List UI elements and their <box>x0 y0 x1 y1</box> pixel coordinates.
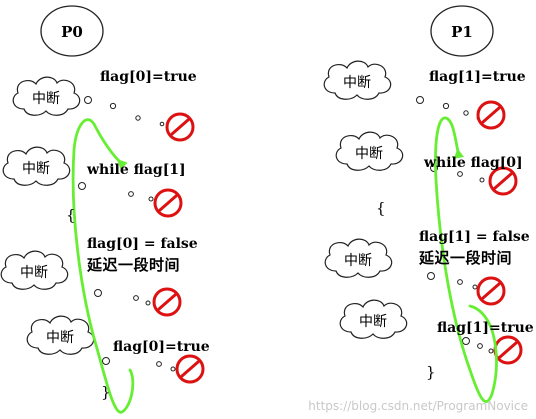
thought-dot-0 <box>84 96 92 104</box>
prohibit-sign-4 <box>476 100 506 130</box>
cloud-label: 中断 <box>355 146 383 162</box>
p1-interrupt-cloud-2: 中断 <box>324 238 393 278</box>
thought-dot-22 <box>472 284 478 290</box>
thought-dot-11 <box>156 361 162 367</box>
p0-interrupt-cloud-3: 中断 <box>26 315 95 355</box>
thought-dot-25 <box>488 348 494 354</box>
prohibit-slash <box>493 172 513 190</box>
p1-interrupt-cloud-1: 中断 <box>335 131 404 171</box>
p0-set-flag-again: flag[0]=true <box>113 339 210 355</box>
cloud-label: 中断 <box>32 91 60 107</box>
process-ellipse <box>40 5 104 57</box>
thought-dot-1 <box>109 102 117 110</box>
thought-dot-10 <box>102 357 110 365</box>
p1-loop-arrow <box>434 116 498 403</box>
thought-dot-15 <box>463 110 469 116</box>
p0-delay: 延迟一段时间 <box>87 256 181 274</box>
cloud-icon <box>335 131 404 171</box>
p0-loop-arrow <box>71 118 135 414</box>
prohibit-sign-1 <box>153 188 183 218</box>
thought-dot-20 <box>427 272 435 280</box>
p0-interrupt-cloud-0: 中断 <box>12 76 81 116</box>
p1-set-flag: flag[1]=true <box>429 69 526 85</box>
prohibit-slash <box>481 282 501 300</box>
p0-interrupt-cloud-2: 中断 <box>0 250 69 290</box>
thought-dot-9 <box>145 300 151 306</box>
cloud-label: 中断 <box>343 75 371 91</box>
thought-dot-13 <box>416 96 424 104</box>
p1-brace-close: } <box>426 363 436 381</box>
thought-dot-23 <box>462 337 470 345</box>
prohibit-slash <box>498 341 518 359</box>
cloud-label: 中断 <box>359 314 387 330</box>
process-1-node: P1 <box>430 5 494 57</box>
p1-interrupt-cloud-0: 中断 <box>323 60 392 100</box>
thought-dot-6 <box>148 196 154 202</box>
p0-brace-open: { <box>66 206 76 224</box>
cloud-icon <box>323 60 392 100</box>
thought-dot-19 <box>479 177 485 183</box>
p0-brace-close: } <box>101 383 111 401</box>
p0-reset-flag: flag[0] = false <box>87 236 198 252</box>
cloud-label: 中断 <box>20 265 48 281</box>
cloud-icon <box>0 250 69 290</box>
p1-while: while flag[0] <box>424 155 523 171</box>
p1-set-flag-again: flag[1]=true <box>437 320 534 336</box>
prohibit-sign-6 <box>476 276 506 306</box>
thought-dot-18 <box>457 171 463 177</box>
prohibit-sign-2 <box>152 287 182 317</box>
thought-dot-4 <box>78 182 86 190</box>
prohibit-sign-0 <box>165 112 195 142</box>
thought-dot-8 <box>133 295 139 301</box>
cloud-icon <box>324 238 393 278</box>
thought-dot-14 <box>442 102 450 110</box>
p1-delay: 延迟一段时间 <box>419 249 513 267</box>
thought-dot-5 <box>128 191 134 197</box>
p0-interrupt-cloud-1: 中断 <box>2 146 71 186</box>
cloud-label: 中断 <box>344 253 372 269</box>
process-name: P1 <box>451 23 473 41</box>
p0-set-flag: flag[0]=true <box>100 69 197 85</box>
process-name: P0 <box>61 23 83 41</box>
cloud-label: 中断 <box>22 161 50 177</box>
cloud-icon <box>12 76 81 116</box>
cloud-icon <box>2 146 71 186</box>
cloud-icon <box>339 299 408 339</box>
cloud-icon <box>26 315 95 355</box>
prohibit-slash <box>157 293 177 311</box>
process-ellipse <box>430 5 494 57</box>
prohibit-slash <box>158 194 178 212</box>
process-0-node: P0 <box>40 5 104 57</box>
p1-interrupt-cloud-3: 中断 <box>339 299 408 339</box>
cloud-label: 中断 <box>46 330 74 346</box>
thought-dot-2 <box>135 115 141 121</box>
prohibit-sign-3 <box>175 354 205 384</box>
prohibit-slash <box>481 106 501 124</box>
watermark: https://blog.csdn.net/ProgramNovice <box>308 399 528 413</box>
p1-reset-flag: flag[1] = false <box>419 229 530 245</box>
p0-while: while flag[1] <box>87 162 186 178</box>
prohibit-slash <box>180 360 200 378</box>
thought-dot-24 <box>477 343 483 349</box>
p1-brace-open: { <box>376 199 386 217</box>
prohibit-slash <box>170 118 190 136</box>
prohibit-sign-5 <box>488 166 518 196</box>
prohibit-sign-7 <box>493 335 523 365</box>
thought-dot-3 <box>159 121 165 127</box>
thought-dot-21 <box>457 279 463 285</box>
thought-dot-12 <box>170 366 176 372</box>
thought-dot-7 <box>94 289 102 297</box>
